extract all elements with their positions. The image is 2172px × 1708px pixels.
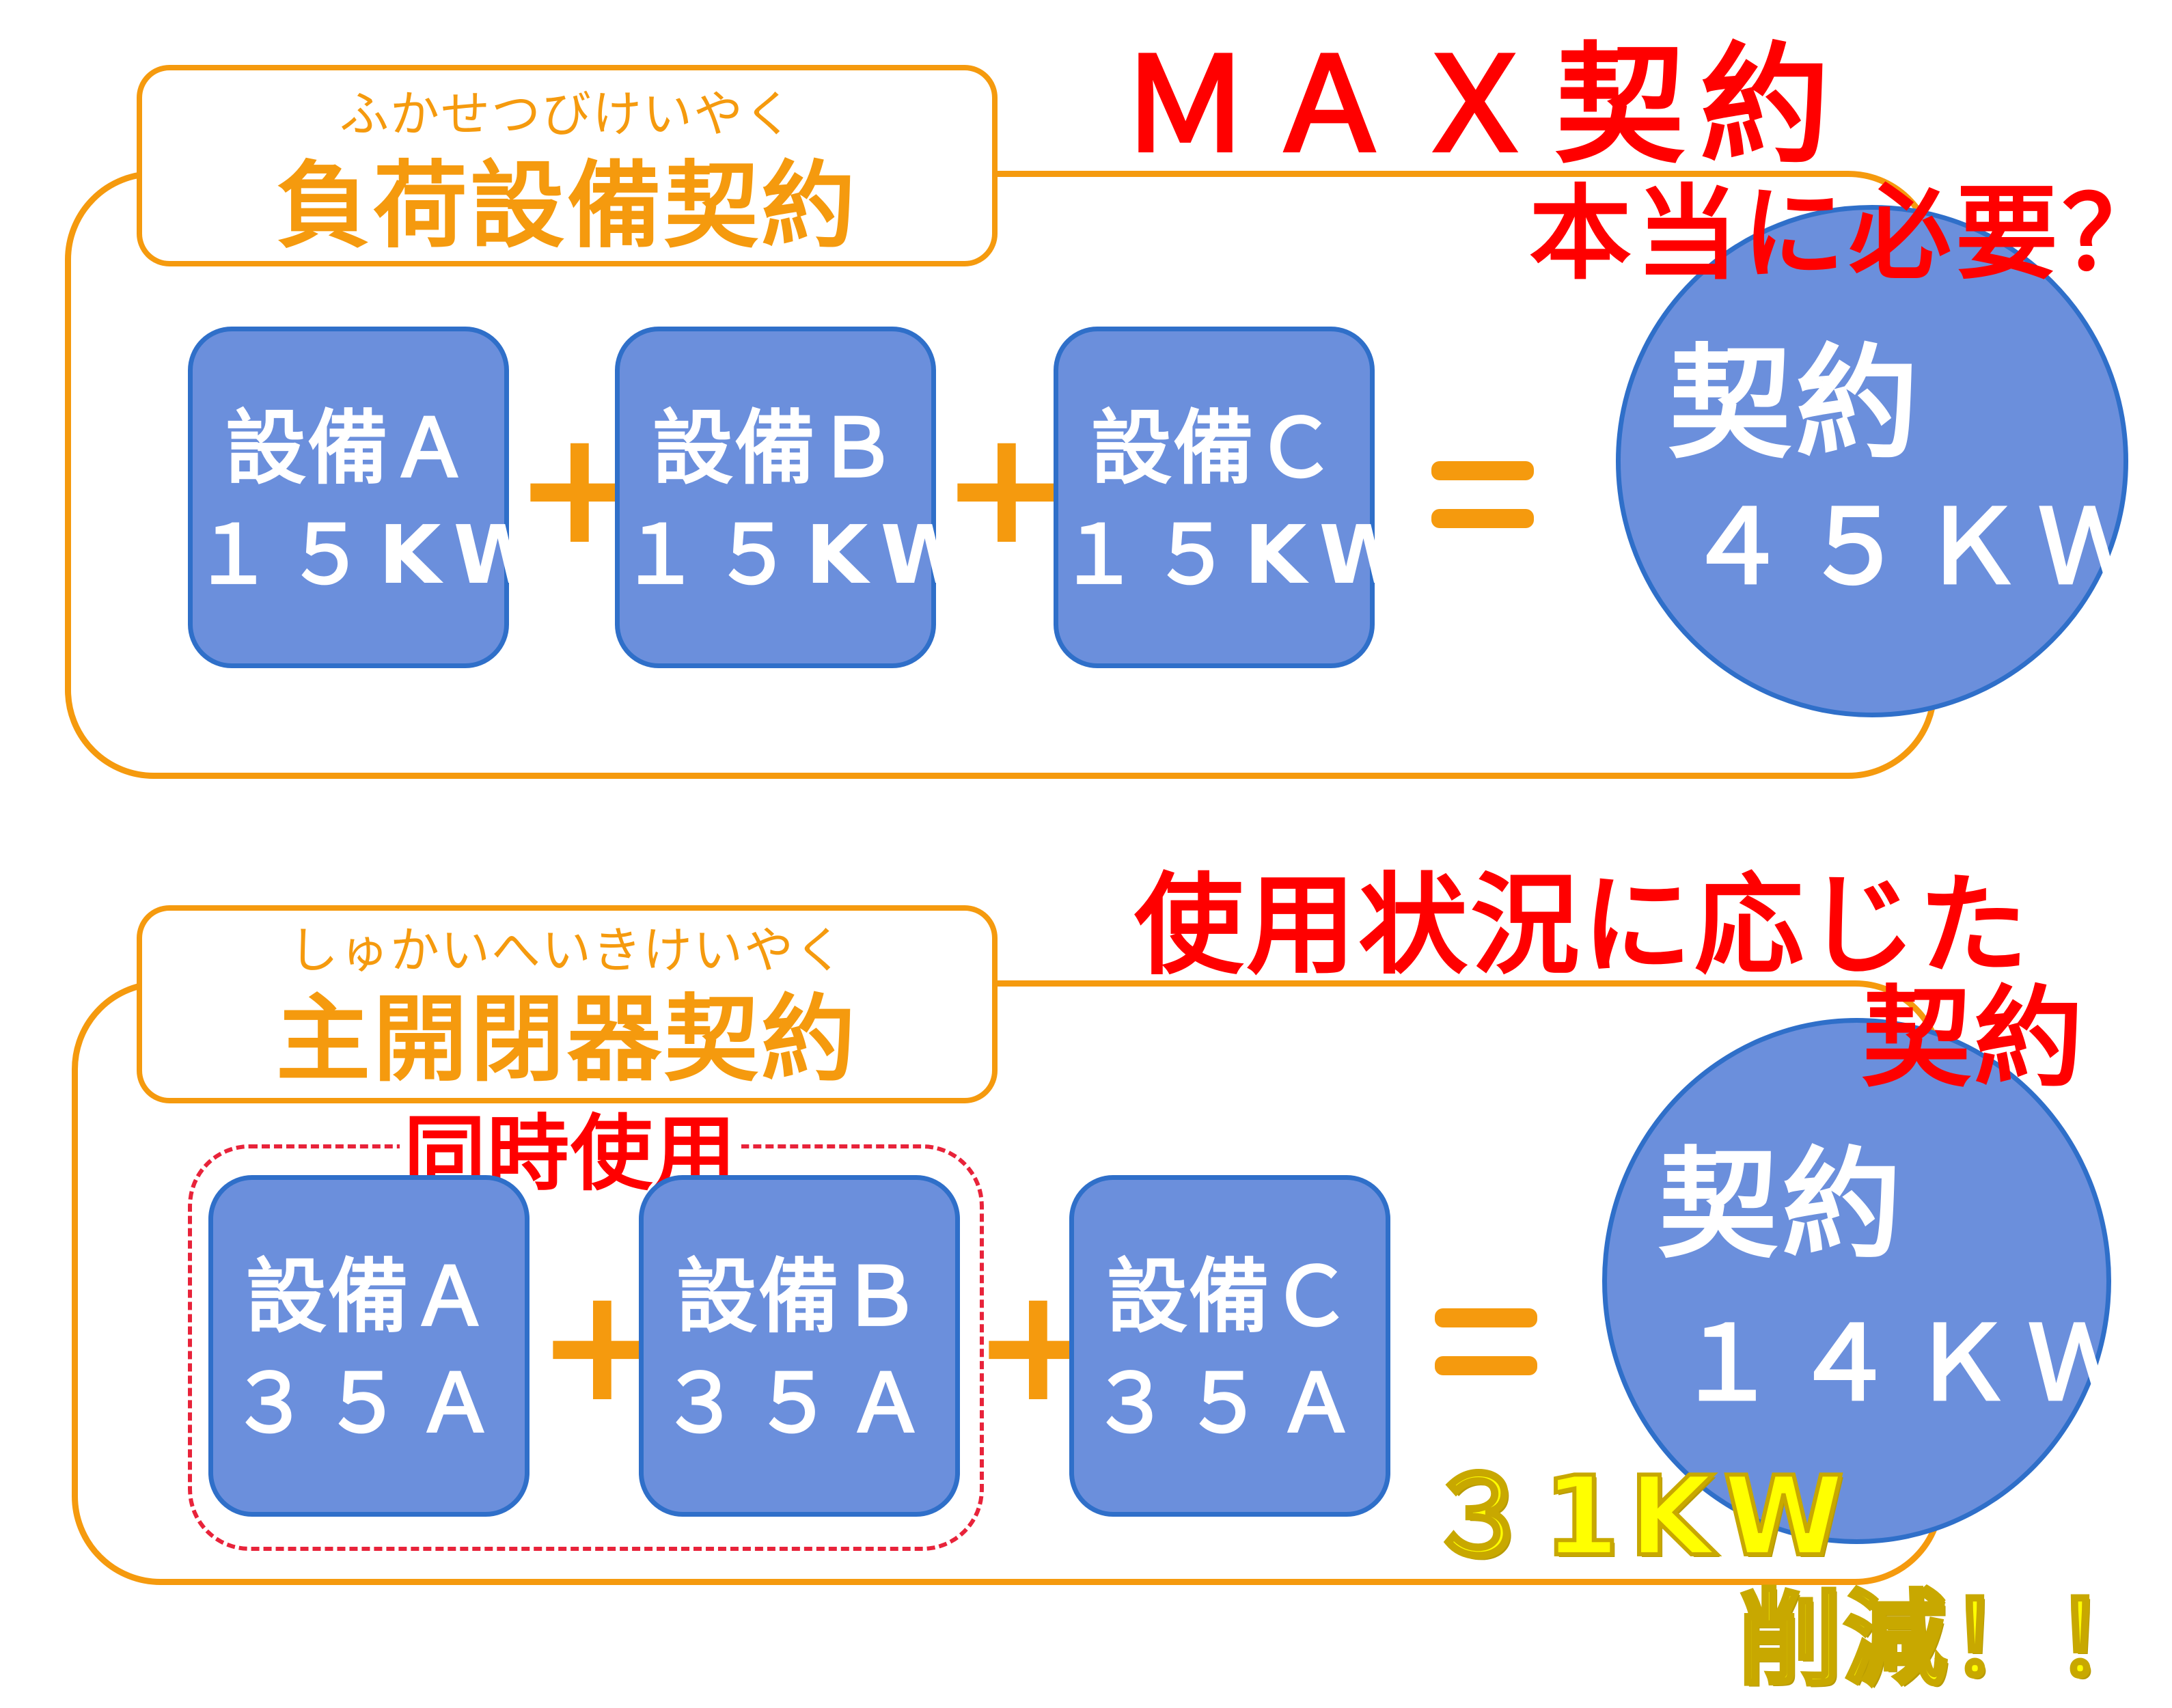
equipment-b-box: 設備Ｂ １５KW [615, 327, 982, 668]
equipment-c-name: 設備Ｃ [1090, 401, 1337, 495]
main-switch-heading: 主開閉器契約 [275, 984, 858, 1094]
max-contract-headline: ＭＡＸ契約 [1121, 30, 1845, 181]
load-equipment-ruby: ふかせつびけいやく [339, 85, 795, 143]
equipment-a-box-bottom: 設備Ａ ３５Ａ [208, 1175, 530, 1517]
equals-bar-bottom-1 [1435, 1308, 1537, 1327]
contract-result-circle-bottom: 契約 １４ＫＷ [1602, 1018, 2130, 1544]
equipment-a-value-bottom: ３５Ａ [229, 1356, 508, 1450]
equals-bar-bottom-2 [1435, 1356, 1537, 1375]
equipment-c-value: １５KW [1058, 508, 1420, 602]
really-needed-question: 本当に必要？ [1529, 175, 2169, 294]
equipment-b-value: １５KW [620, 508, 982, 602]
equipment-a-value: １５KW [193, 508, 555, 602]
equals-bar-top-2 [1431, 509, 1534, 528]
reduction-text: 削減！！ [1737, 1580, 2160, 1699]
contract-value-bottom: １４ＫＷ [1675, 1305, 2146, 1424]
contract-value-top: ４５ＫＷ [1686, 488, 2156, 607]
usage-based-headline: 使用状況に応じた [1134, 862, 2031, 989]
equipment-b-name-bottom: 設備Ｂ [676, 1250, 922, 1344]
equipment-b-value-bottom: ３５Ａ [659, 1356, 939, 1450]
equipment-a-box: 設備Ａ １５KW [188, 327, 555, 668]
equals-bar-top-1 [1431, 461, 1534, 480]
plus-sign-2: + [941, 397, 1073, 579]
equipment-c-box-bottom: 設備Ｃ ３５Ａ [1069, 1175, 1390, 1517]
load-equipment-title-box: ふかせつびけいやく 負荷設備契約 [137, 65, 998, 266]
equipment-a-name: 設備Ａ [225, 401, 471, 495]
equipment-b-box-bottom: 設備Ｂ ３５Ａ [639, 1175, 960, 1517]
equipment-c-name-bottom: 設備Ｃ [1106, 1250, 1353, 1344]
reduction-amount: ３1KW [1422, 1452, 1854, 1580]
equipment-c-value-bottom: ３５Ａ [1090, 1356, 1369, 1450]
contract-label-bottom: 契約 [1658, 1136, 1906, 1275]
contract-result-circle-top: 契約 ４５ＫＷ [1616, 205, 2141, 717]
main-switch-title-box: しゅかいへいきけいやく 主開閉器契約 [137, 905, 998, 1103]
equipment-b-name: 設備Ｂ [652, 401, 898, 495]
load-equipment-heading: 負荷設備契約 [275, 151, 858, 261]
equipment-a-name-bottom: 設備Ａ [245, 1250, 492, 1344]
equipment-c-box: 設備Ｃ １５KW [1054, 327, 1420, 668]
contract-label-top: 契約 [1668, 333, 1923, 476]
main-switch-ruby: しゅかいへいきけいやく [288, 922, 845, 979]
usage-based-headline-line2: 契約 [1862, 974, 2087, 1102]
